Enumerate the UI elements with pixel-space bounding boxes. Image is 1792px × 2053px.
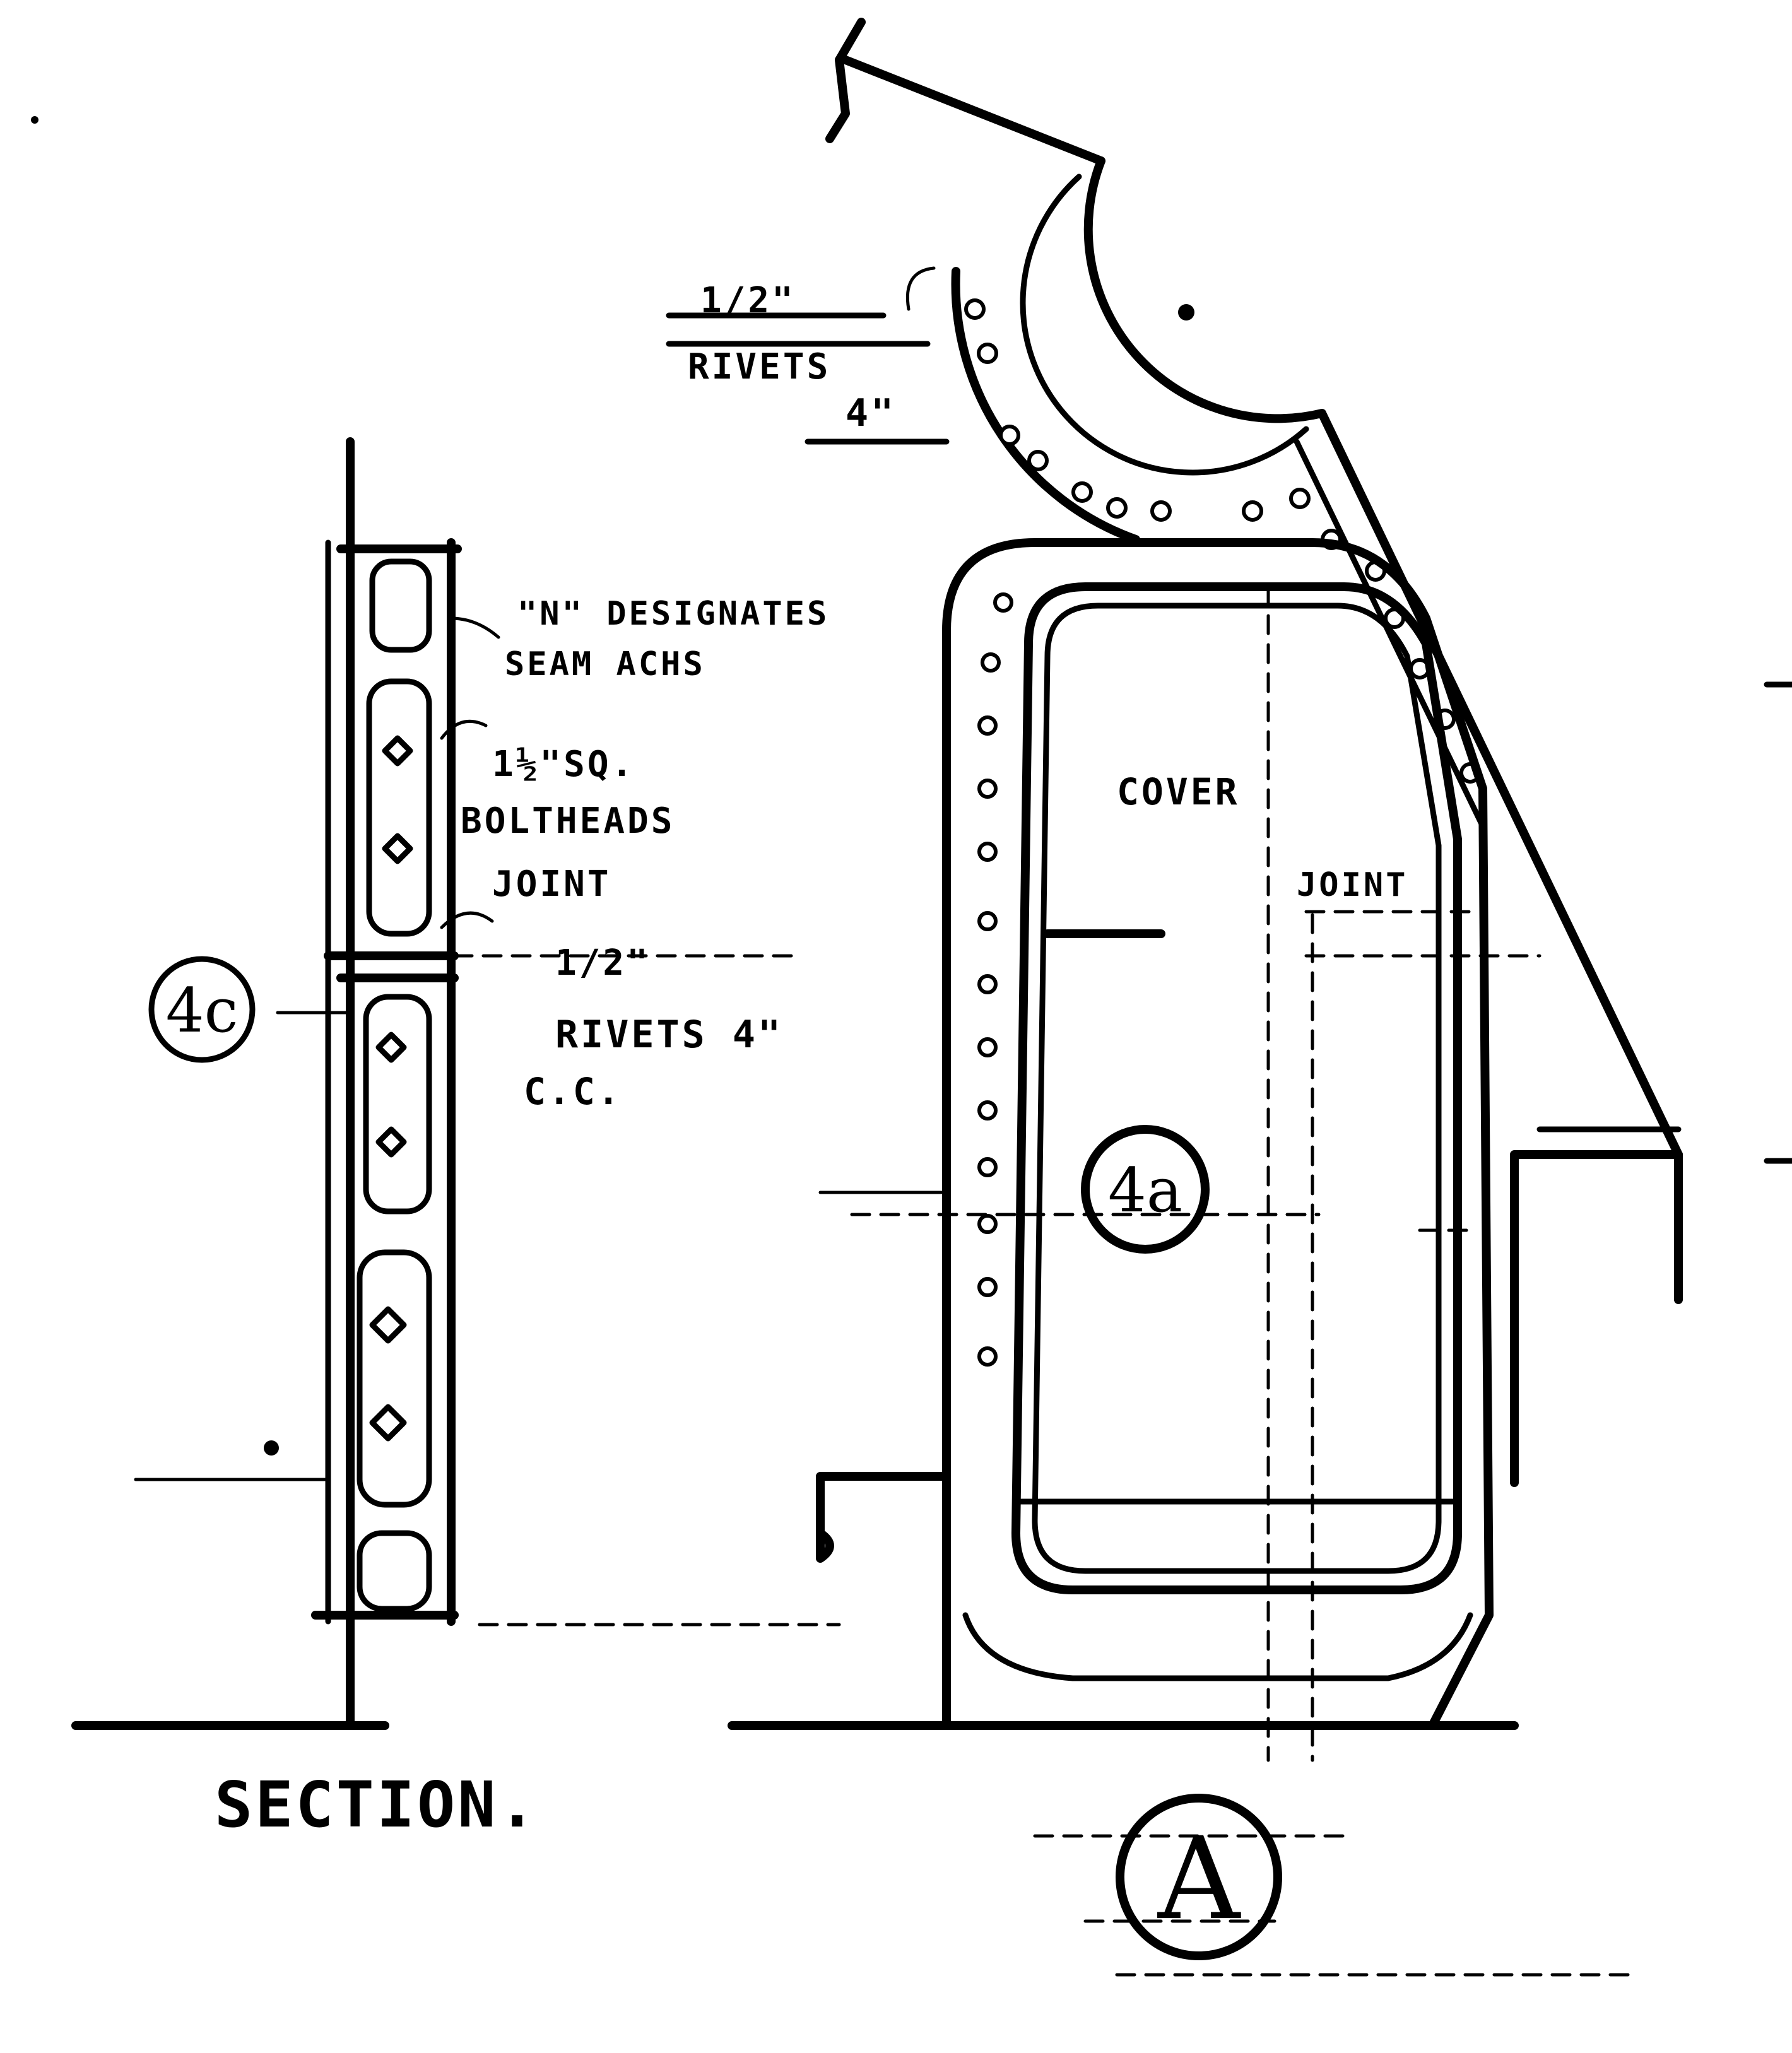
joint-left-label: JOINT: [492, 864, 611, 905]
rivets-top-pitch-label: 4": [846, 391, 896, 435]
rivets-mid-note-label: C.C.: [524, 1070, 622, 1113]
callout-4c-label: 4c: [166, 975, 239, 1046]
door-frame: [728, 538, 1683, 1977]
frame-rivets: [977, 592, 1013, 1367]
section-title: SECTION.: [215, 1768, 539, 1842]
designates-label-line2: SEAM ACHS: [505, 645, 705, 683]
callout-4c: 4c: [148, 956, 256, 1063]
section-view: [71, 437, 841, 1730]
joint-right-label: JOINT: [1297, 866, 1408, 904]
detail-marker-a: A: [1116, 1794, 1282, 1960]
bolt-heads-label-line2: BOLTHEADS: [461, 801, 675, 842]
cover-label: COVER: [1117, 770, 1240, 813]
rivets-top-size-label: 1/2": [700, 280, 796, 321]
rivets-top-label: RIVETS: [688, 346, 830, 387]
callout-4a: 4a: [1081, 1125, 1210, 1254]
annotations: 1/2" RIVETS 4" "N" DESIGNATES SEAM ACHS …: [461, 280, 1408, 1113]
bolt-head-marks: [369, 735, 413, 1442]
designates-label-line1: "N" DESIGNATES: [517, 595, 829, 633]
callout-4a-label: 4a: [1108, 1155, 1182, 1226]
rivets-mid-label: RIVETS 4": [555, 1013, 783, 1057]
rivets-mid-size-label: 1/2": [555, 943, 651, 984]
detail-marker-a-label: A: [1157, 1813, 1241, 1945]
bolt-heads-label-line1: 1½"SQ.: [492, 744, 635, 785]
